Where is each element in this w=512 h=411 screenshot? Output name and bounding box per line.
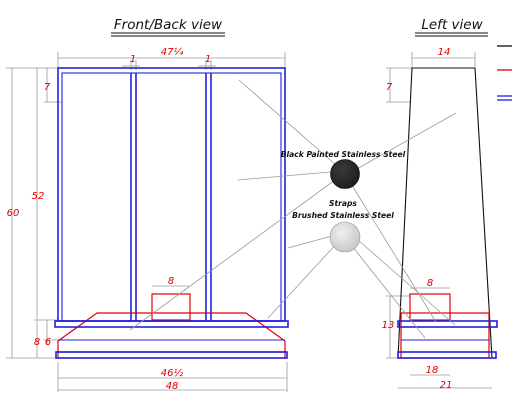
material-label-black: Black Painted Stainless Steel [281, 150, 406, 159]
dim-post-right: 1 [205, 54, 211, 65]
callout-leaders [129, 79, 457, 339]
material-label-straps: Straps [329, 199, 357, 208]
dim-side-7: 7 [386, 82, 393, 93]
dim-height-60: 60 [7, 208, 20, 219]
dim-side-21: 21 [440, 380, 453, 391]
dim-side-13: 13 [382, 320, 395, 331]
dim-base-8: 8 [34, 337, 40, 348]
line-legend [497, 45, 512, 101]
front-base-block [151, 293, 191, 321]
front-back-view-title: Front/Back view [114, 17, 223, 33]
dim-side-14: 14 [438, 47, 451, 58]
front-base [54, 312, 289, 359]
dim-post-left: 1 [130, 54, 136, 65]
dim-side-18: 18 [426, 365, 439, 376]
dim-top-7: 7 [44, 82, 51, 93]
black-painted-steel-swatch [330, 159, 360, 189]
dim-bottom-48: 48 [166, 381, 179, 392]
material-label-brushed: Brushed Stainless Steel [292, 211, 394, 220]
dim-base-6: 6 [45, 337, 51, 348]
dim-side-block-8: 8 [427, 278, 433, 289]
left-dimension-lines [386, 52, 492, 389]
left-view-title: Left view [421, 17, 483, 33]
brushed-steel-swatch [329, 221, 361, 253]
dim-top-width: 47¼ [161, 46, 184, 58]
dim-height-52: 52 [32, 191, 45, 202]
dim-block-8: 8 [168, 276, 174, 287]
front-dimension-lines [6, 52, 288, 392]
left-view-outline [397, 67, 498, 359]
dim-bottom-inner: 46½ [161, 367, 184, 379]
